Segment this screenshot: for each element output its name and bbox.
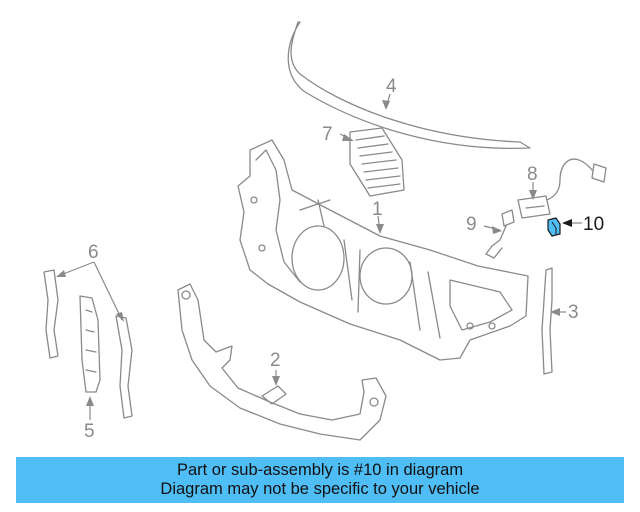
callout-2: 2 [270,350,281,371]
callout-1: 1 [372,199,383,220]
part-8-harness [517,158,607,219]
info-banner: Part or sub-assembly is #10 in diagram D… [16,457,624,503]
callout-8: 8 [527,164,538,185]
banner-line-disclaimer: Diagram may not be specific to your vehi… [160,480,480,498]
callout-6: 6 [88,242,99,263]
callout-5: 5 [84,421,95,442]
banner-line-part-number: Part or sub-assembly is #10 in diagram [176,461,464,479]
part-6-side-seals [43,269,133,419]
leader-lines [56,93,582,420]
part-7-grille [349,127,405,197]
part-4-upper-seal [287,21,531,150]
callout-3: 3 [568,302,579,323]
part-10-clip-highlighted [547,217,561,237]
part-5-deflector [79,295,101,393]
part-1-radiator-support [237,139,529,361]
callout-9: 9 [466,214,477,235]
callout-4: 4 [386,76,397,97]
part-2-lower-bracket [177,283,387,441]
callout-10: 10 [583,214,604,235]
part-9-sensor [485,209,515,259]
callout-7: 7 [322,124,333,145]
parts-diagram: 4 7 1 8 9 10 6 3 2 5 [43,21,607,442]
part-3-side-seal [541,267,553,375]
